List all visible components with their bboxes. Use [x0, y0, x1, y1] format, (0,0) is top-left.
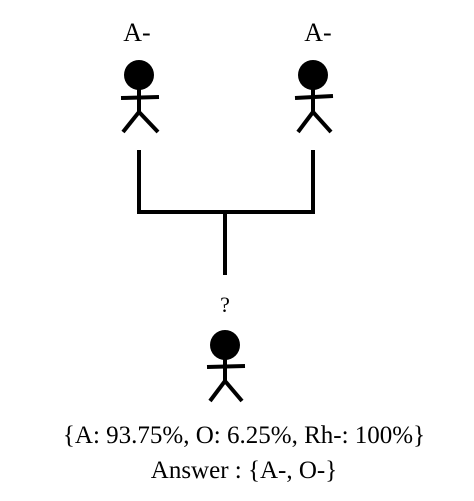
child-figure	[206, 330, 246, 403]
parent-left-leg-left	[121, 110, 141, 134]
parent-left-arms	[120, 95, 160, 100]
answer-text: Answer : {A-, O-}	[150, 457, 338, 484]
probability-summary: {A: 93.75%, O: 6.25%, Rh-: 100%}	[62, 422, 426, 449]
child-leg-left	[208, 379, 227, 403]
parent-left-figure	[120, 60, 160, 134]
parent-left-leg-right	[137, 110, 160, 134]
child-blood-type: ?	[220, 292, 230, 317]
child-leg-right	[223, 379, 244, 403]
parent-right-arms	[294, 94, 334, 100]
child-head	[210, 330, 240, 360]
parent-left-head	[124, 60, 154, 90]
parent-right-leg-left	[296, 110, 315, 134]
parent-right-figure	[294, 60, 334, 134]
child-arms	[206, 364, 246, 369]
parent-right-blood-type: A-	[304, 18, 332, 47]
parent-right-head	[298, 60, 328, 90]
family-connector	[137, 150, 315, 275]
parent-left-blood-type: A-	[123, 18, 151, 47]
parent-right-leg-right	[311, 110, 333, 134]
